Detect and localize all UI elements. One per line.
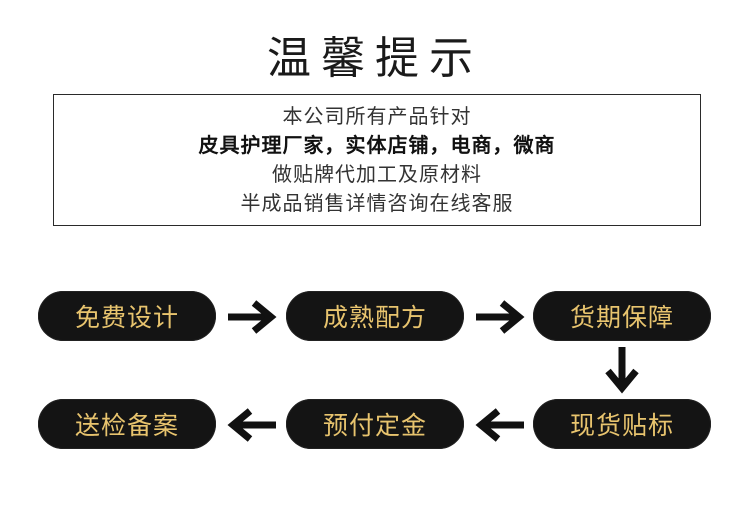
page-title: 温馨提示	[267, 33, 483, 84]
step-stock-labeling: 现货贴标	[533, 399, 711, 449]
arrow-left-icon	[226, 406, 278, 444]
notice-line-4: 半成品销售详情咨询在线客服	[240, 191, 514, 215]
notice-box: 本公司所有产品针对 皮具护理厂家，实体店铺，电商，微商 做贴牌代加工及原材料 半…	[53, 94, 701, 226]
notice-line-1: 本公司所有产品针对	[282, 104, 472, 128]
step-inspection-filing: 送检备案	[38, 399, 216, 449]
step-delivery-guarantee: 货期保障	[533, 291, 711, 341]
arrow-right-icon	[226, 298, 278, 336]
arrow-right-icon	[474, 298, 526, 336]
notice-line-3: 做贴牌代加工及原材料	[272, 162, 482, 186]
step-prepay-deposit: 预付定金	[286, 399, 464, 449]
notice-line-2: 皮具护理厂家，实体店铺，电商，微商	[198, 133, 556, 157]
step-mature-formula: 成熟配方	[286, 291, 464, 341]
arrow-down-icon	[603, 345, 641, 395]
arrow-left-icon	[474, 406, 526, 444]
step-free-design: 免费设计	[38, 291, 216, 341]
